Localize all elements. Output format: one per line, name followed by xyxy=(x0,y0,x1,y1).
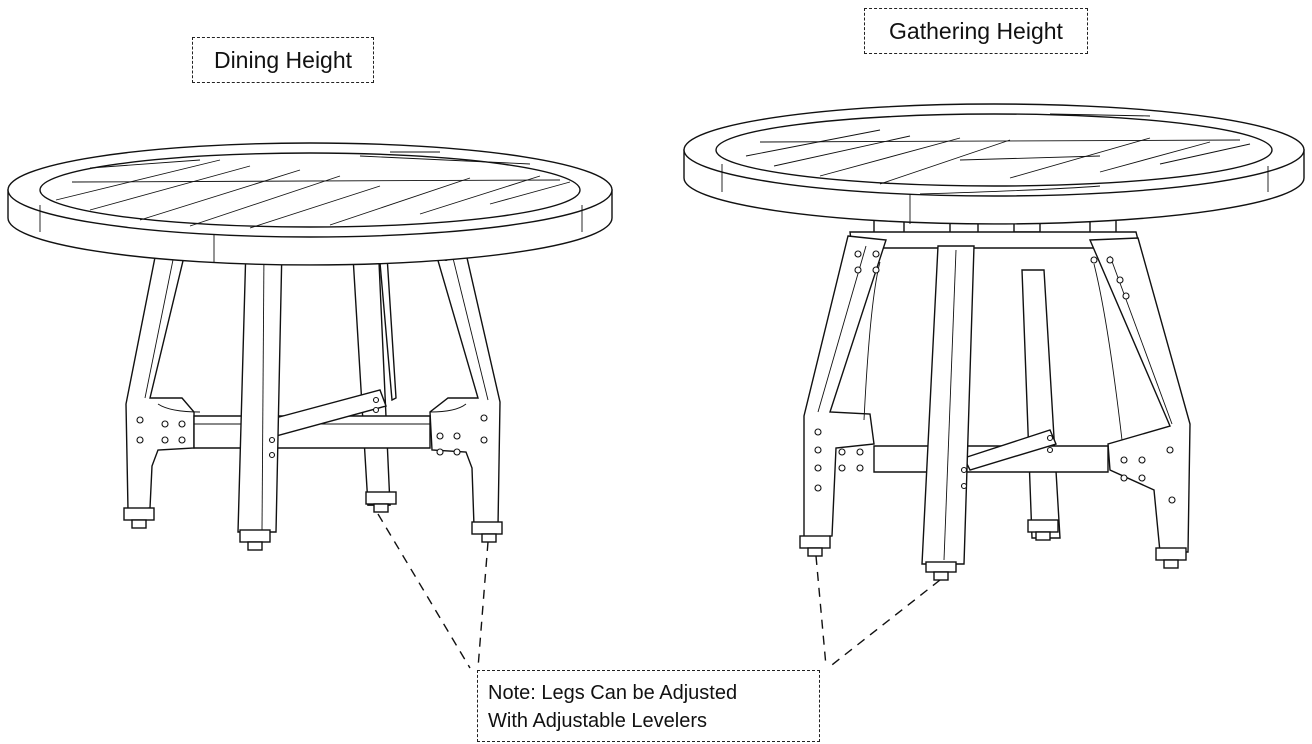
gathering-table-legs xyxy=(799,189,1191,581)
dining-table-top xyxy=(7,142,613,266)
gathering-table-drawing xyxy=(683,103,1305,581)
dining-height-label: Dining Height xyxy=(192,37,374,83)
gathering-table-top xyxy=(683,103,1305,225)
leveler-note-line1: Note: Legs Can be Adjusted xyxy=(488,682,738,704)
leader-lines xyxy=(377,513,941,669)
leveler-note: Note: Legs Can be Adjusted With Adjustab… xyxy=(477,670,820,742)
gathering-height-label: Gathering Height xyxy=(864,8,1088,54)
dining-table-legs xyxy=(123,231,503,551)
leveler-note-line2: With Adjustable Levelers xyxy=(488,710,708,732)
dining-table-drawing xyxy=(7,142,613,551)
